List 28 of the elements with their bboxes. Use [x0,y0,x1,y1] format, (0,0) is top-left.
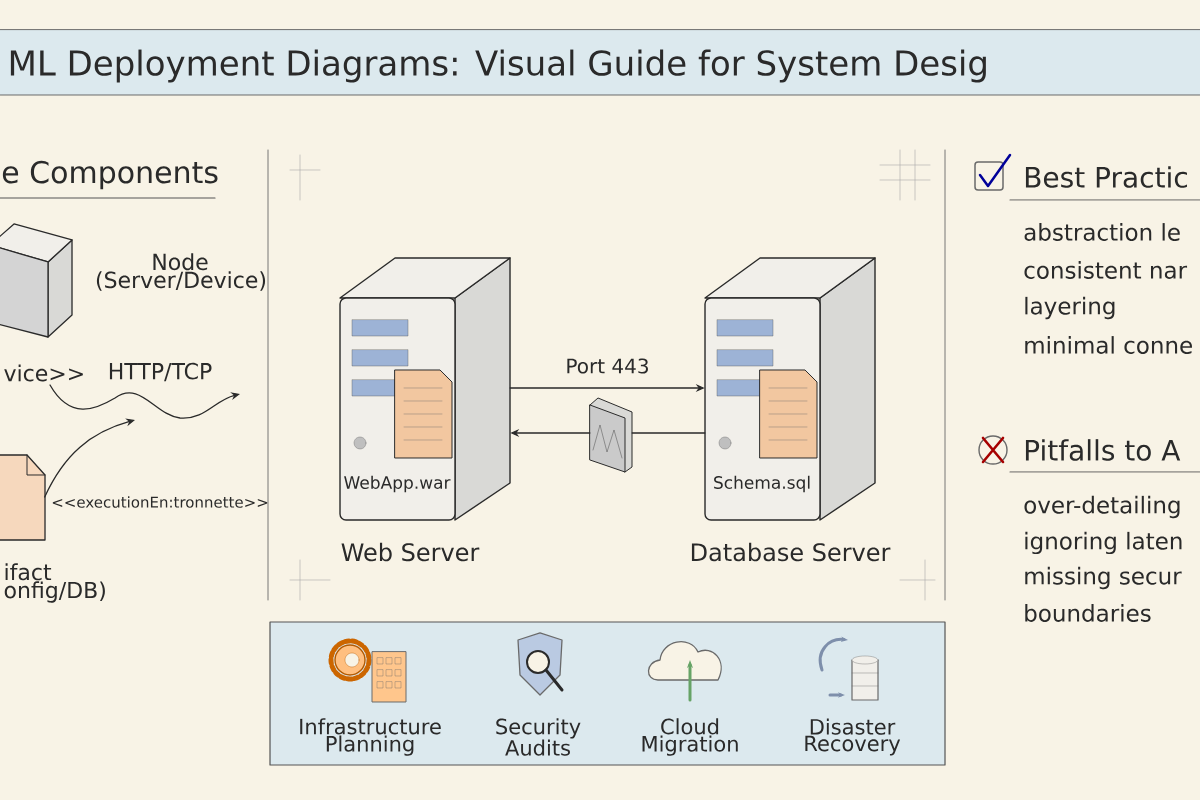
list-item: consistent nar [1024,261,1188,279]
title-banner: ML Deployment Diagrams: Visual Guide for System Desig [0,29,1200,96]
cube-drawing [0,223,73,338]
section-heading: Best Practic [1025,166,1187,188]
connector-caption: HTTP/TCP [109,362,212,382]
node-caption: Database Server [691,542,891,562]
list-item: missing secur [1025,566,1182,590]
node-caption: Web Server [341,542,480,562]
node-caption: ifact onfig/DB) [4,563,105,603]
list-item: boundaries [1025,604,1151,622]
list-item: abstraction le [1024,223,1180,241]
edge-label: Port 443 [567,358,648,374]
arrow [44,418,135,498]
section-heading: Pitfalls to A [1025,439,1181,461]
list-item: layering [1025,296,1115,320]
stereotype-label: <<executionEn:tronnette>> [52,496,268,508]
use-case-label: Cloud Migration [642,718,738,756]
document-drawing [0,454,46,541]
list-item: ignoring laten [1025,531,1182,555]
node-caption: vice>> [4,364,83,382]
firewall-drawing [589,397,633,473]
list-item: over-detailing [1024,495,1180,519]
use-case-label: Infrastructure Planning [300,718,441,756]
list-item: minimal conne [1025,336,1192,354]
section-heading: e Components [2,160,218,190]
use-case-label: Disaster Recovery [805,718,901,756]
component-caption: Node (Server/Device) [96,253,266,291]
use-case-label: Security Audits [496,718,581,756]
